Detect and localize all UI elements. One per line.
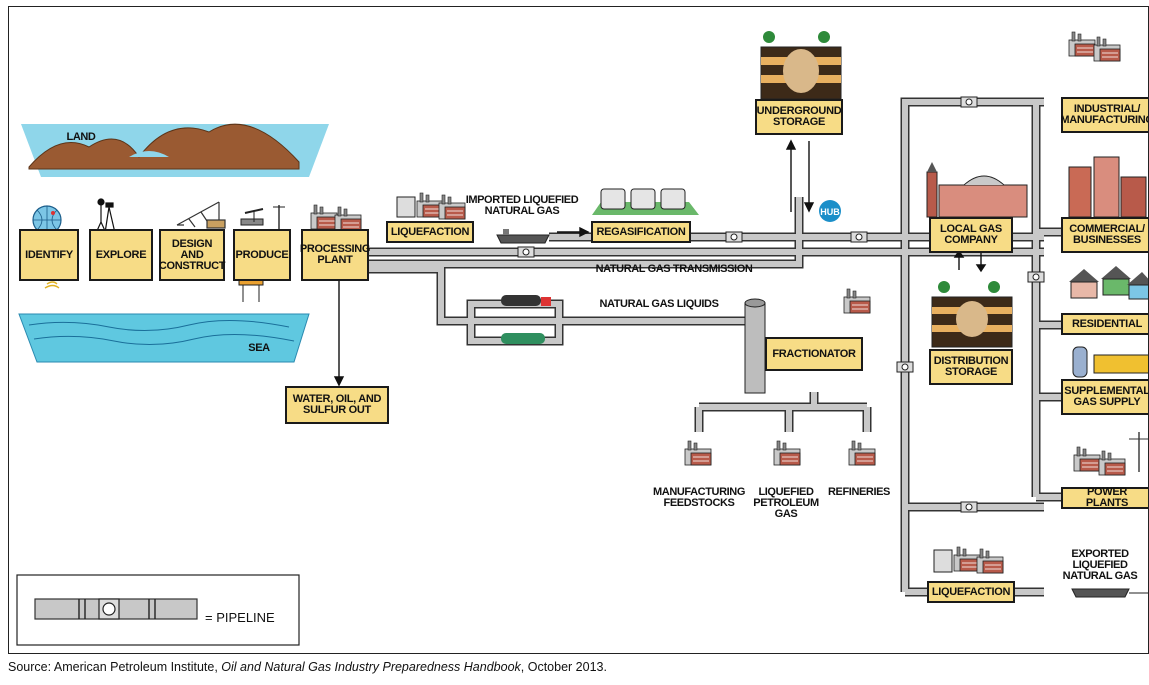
sea-scene (18, 313, 310, 363)
factory-icon (1068, 31, 1121, 62)
export-liquefaction-step: LIQUEFACTION (927, 581, 1015, 603)
propane-bus-icon (1072, 346, 1148, 378)
industrial-manufacturing-step: INDUSTRIAL/ MANUFACTURING (1060, 97, 1148, 133)
commercial-businesses-step: COMMERCIAL/ BUSINESSES (1061, 217, 1148, 253)
fractionator-tower-icon (744, 288, 871, 394)
export-tanker-icon (1071, 588, 1148, 598)
tanker-truck-icon (501, 295, 551, 306)
land-label: LAND (66, 131, 96, 143)
legend-valve-icon (98, 598, 120, 620)
legend (16, 574, 300, 646)
water-oil-sulfur-out-step: WATER, OIL, AND SULFUR OUT (285, 386, 389, 424)
processing-plant-step: PROCESSING PLANT (300, 229, 370, 281)
residential-step: RESIDENTIAL (1061, 313, 1148, 335)
local-gas-company-building-icon (926, 162, 1028, 218)
lpg-building-icon (773, 440, 801, 466)
svg-text:HUB: HUB (820, 207, 840, 217)
source-citation: Source: American Petroleum Institute, Oi… (8, 660, 607, 674)
hub-icon: HUB (819, 200, 841, 222)
underground-storage-geology-icon (760, 31, 842, 100)
manufacturing-feedstocks-label: MANUFACTURING FEEDSTOCKS (653, 486, 745, 509)
distribution-storage-geology-icon (931, 281, 1013, 348)
distribution-storage-step: DISTRIBUTION STORAGE (929, 349, 1013, 385)
local-gas-company-step: LOCAL GAS COMPANY (929, 217, 1013, 253)
design-construct-step: DESIGN AND CONSTRUCT (159, 229, 225, 281)
processing-plant-icon (310, 204, 362, 232)
legend-pipeline-label: = PIPELINE (205, 610, 275, 625)
power-plant-icon (1073, 432, 1148, 476)
explore-step: EXPLORE (89, 229, 153, 281)
sea-label: SEA (248, 342, 270, 354)
regasification-step: REGASIFICATION (591, 221, 691, 243)
power-plants-step: POWER PLANTS (1061, 487, 1148, 509)
source-title: Oil and Natural Gas Industry Preparednes… (221, 660, 521, 674)
offshore-rig-icon (238, 278, 264, 302)
export-liquefaction-icon (933, 546, 1004, 574)
flow-arrows (333, 139, 987, 387)
feedstocks-building-icon (684, 440, 712, 466)
fractionator-step: FRACTIONATOR (765, 337, 863, 371)
diagram-frame: HUB (8, 6, 1149, 654)
natural-gas-transmission-label: NATURAL GAS TRANSMISSION (595, 263, 753, 275)
produce-step: PRODUCE (233, 229, 291, 281)
globe-icon (32, 205, 62, 289)
land-scene (21, 123, 329, 177)
exported-lng-label: EXPORTED LIQUEFIED NATURAL GAS (1062, 548, 1138, 582)
refineries-building-icon (848, 440, 876, 466)
underground-storage-step: UNDERGROUND STORAGE (755, 99, 843, 135)
flow-diagram: HUB (16, 31, 1148, 646)
rail-tank-car-icon (501, 333, 545, 344)
liquefaction-plant-icon (396, 192, 466, 220)
liquefaction-step: LIQUEFACTION (386, 221, 474, 243)
lng-tanker-icon (496, 229, 550, 244)
lpg-label: LIQUEFIED PETROLEUM GAS (753, 486, 819, 520)
office-buildings-icon (1068, 156, 1147, 218)
source-suffix: , October 2013. (520, 660, 607, 674)
natural-gas-liquids-label: NATURAL GAS LIQUIDS (599, 298, 719, 310)
supplemental-gas-supply-step: SUPPLEMENTAL GAS SUPPLY (1061, 379, 1148, 415)
regasification-tanks-icon (592, 188, 699, 215)
refineries-label: REFINERIES (827, 486, 890, 498)
pump-jack-icon (240, 205, 285, 229)
houses-icon (1069, 266, 1148, 300)
surveyor-icon (95, 198, 116, 234)
imported-lng-label: IMPORTED LIQUEFIED NATURAL GAS (465, 194, 579, 217)
construction-crane-icon (176, 201, 226, 229)
source-prefix: Source: American Petroleum Institute, (8, 660, 222, 674)
identify-step: IDENTIFY (19, 229, 79, 281)
